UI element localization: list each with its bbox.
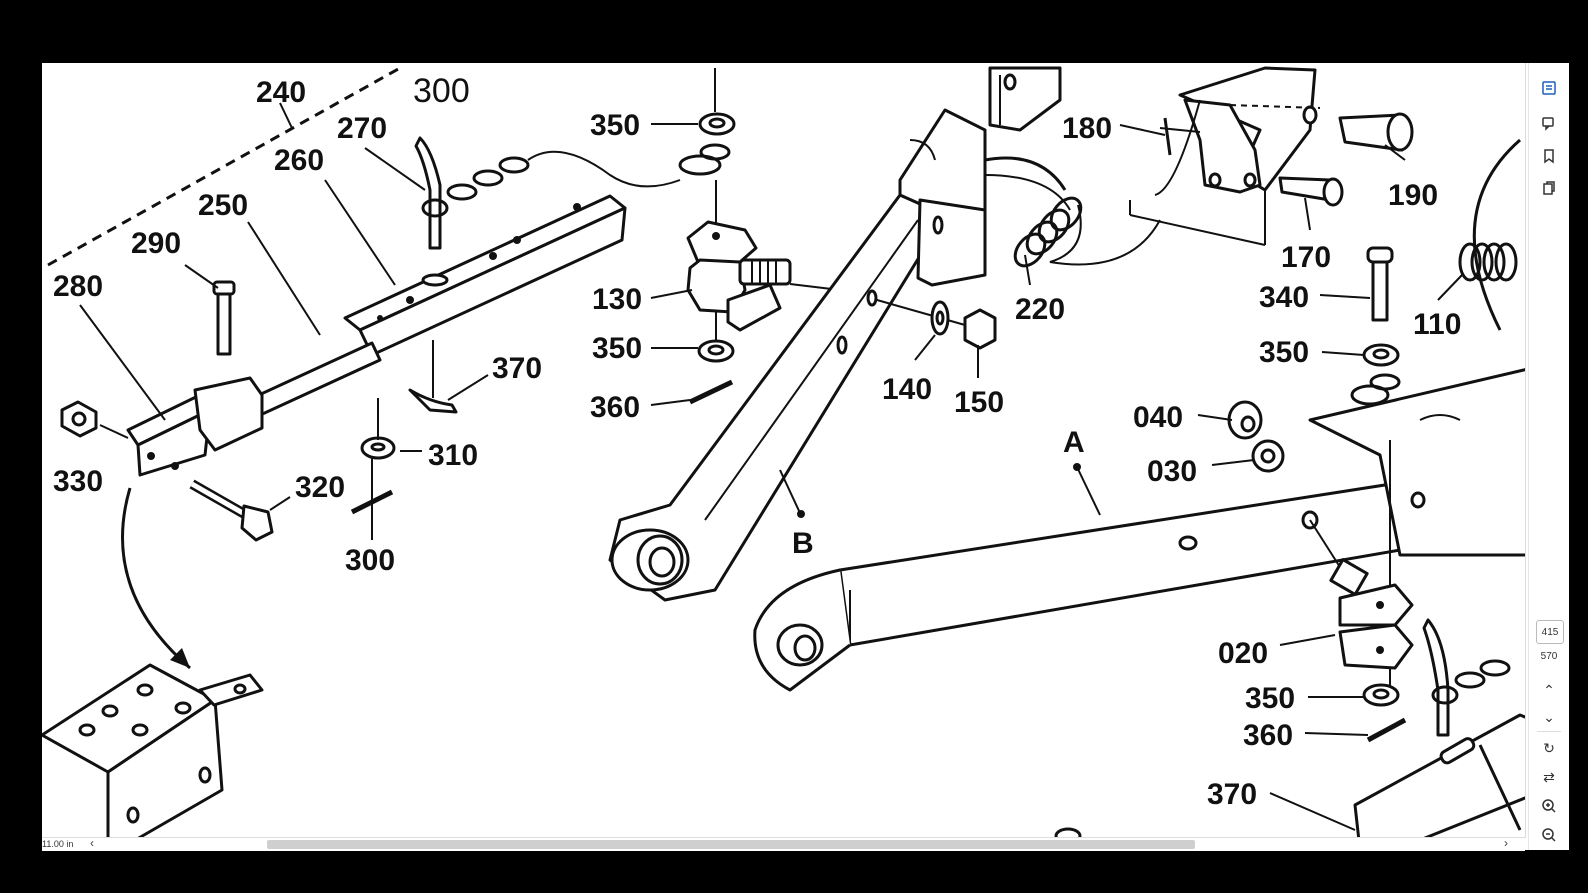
callout-b: B <box>792 527 814 560</box>
callout-a: A <box>1063 426 1085 459</box>
callout-350-right: 350 <box>1259 336 1309 369</box>
zoom-in-icon[interactable] <box>1539 796 1559 816</box>
right-toolbar: 415 570 ⌃ ⌄ ↻ ⇄ <box>1528 63 1569 850</box>
pin-270 <box>414 136 681 250</box>
comments-icon[interactable] <box>1539 113 1559 133</box>
total-pages: 570 <box>1540 651 1558 662</box>
pin-290 <box>212 280 236 356</box>
callout-240: 240 <box>256 76 306 109</box>
bracket-bottom-left <box>42 663 264 850</box>
cotter-pin-360 <box>688 379 734 405</box>
callout-190: 190 <box>1388 179 1438 212</box>
callout-150: 150 <box>954 386 1004 419</box>
page-size-readout: 11.00 in <box>42 839 74 849</box>
pin-190 <box>1338 112 1414 152</box>
clevis-end <box>126 376 264 477</box>
callout-370-right: 370 <box>1207 778 1257 811</box>
callout-370-left: 370 <box>492 352 542 385</box>
pin-170 <box>1278 176 1344 207</box>
pin-340 <box>1366 246 1394 322</box>
callout-360-mid: 360 <box>590 391 640 424</box>
page-up-icon[interactable]: ⌃ <box>1543 681 1555 698</box>
bookmarks-icon[interactable] <box>1539 146 1559 166</box>
scroll-right-arrow-icon[interactable]: › <box>1504 836 1508 850</box>
rotate-icon[interactable]: ↻ <box>1543 739 1555 756</box>
lower-link-a <box>753 363 1545 700</box>
callout-140: 140 <box>882 373 932 406</box>
callout-030: 030 <box>1147 455 1197 488</box>
callout-300-bottom: 300 <box>345 544 395 577</box>
callout-110: 110 <box>1413 308 1461 341</box>
callout-290: 290 <box>131 227 181 260</box>
callout-330: 330 <box>53 465 103 498</box>
callout-270: 270 <box>337 112 387 145</box>
callout-040: 040 <box>1133 401 1183 434</box>
callout-180: 180 <box>1062 112 1112 145</box>
hook-370 <box>408 388 458 414</box>
spring-220 <box>1013 196 1161 268</box>
callout-310: 310 <box>428 439 478 472</box>
document-viewport[interactable]: 240 300 270 260 250 290 280 330 320 310 … <box>42 63 1545 850</box>
notes-icon[interactable] <box>1539 78 1559 98</box>
bolt-320 <box>189 479 274 542</box>
callout-220: 220 <box>1015 293 1065 326</box>
zoom-out-icon[interactable] <box>1539 825 1559 845</box>
current-page-input[interactable]: 415 <box>1536 620 1564 644</box>
pin-bottom-right <box>1054 618 1545 850</box>
callout-320: 320 <box>295 471 345 504</box>
bracket-180 <box>984 66 1071 211</box>
nut-330 <box>60 400 98 438</box>
pages-icon[interactable] <box>1539 178 1559 198</box>
chain-link-top <box>678 143 731 176</box>
fit-width-icon[interactable]: ⇄ <box>1543 768 1555 785</box>
callout-130: 130 <box>592 283 642 316</box>
callout-280: 280 <box>53 270 103 303</box>
clevis-020 <box>1309 519 1414 670</box>
callout-340: 340 <box>1259 281 1309 314</box>
lower-link-b <box>608 108 987 602</box>
cotter-pin-360-low <box>1366 717 1407 743</box>
spring-110 <box>1458 138 1521 331</box>
frame-top-right <box>1129 66 1321 246</box>
horizontal-scroll-thumb[interactable] <box>267 840 1195 849</box>
callout-250: 250 <box>198 189 248 222</box>
dashed-reference-line <box>47 66 401 267</box>
callout-350-mid: 350 <box>592 332 642 365</box>
callout-350-top: 350 <box>590 109 640 142</box>
nut-150 <box>963 308 997 350</box>
page-down-icon[interactable]: ⌄ <box>1543 708 1555 725</box>
parts-diagram: 240 300 270 260 250 290 280 330 320 310 … <box>42 66 1545 850</box>
callout-300-top: 300 <box>413 72 470 110</box>
callout-350-low: 350 <box>1245 682 1295 715</box>
clevis-130 <box>686 220 792 332</box>
callout-360-low: 360 <box>1243 719 1293 752</box>
scroll-left-arrow-icon[interactable]: ‹ <box>90 836 94 850</box>
callout-170: 170 <box>1281 241 1331 274</box>
callout-260: 260 <box>274 144 324 177</box>
callout-020: 020 <box>1218 637 1268 670</box>
horizontal-scrollbar[interactable]: 11.00 in ‹ › <box>42 836 1525 851</box>
